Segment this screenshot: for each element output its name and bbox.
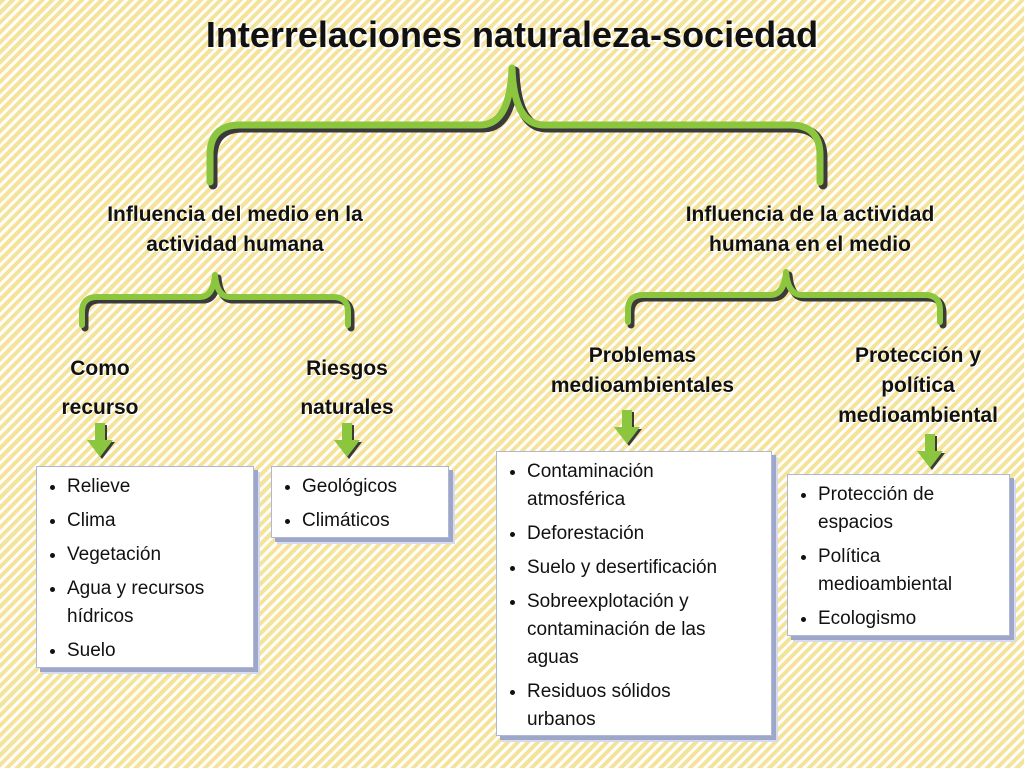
- list-item: Política medioambiental: [818, 543, 1001, 599]
- list-item-line: Residuos sólidos: [527, 681, 671, 702]
- list-item-line: aguas: [527, 647, 579, 668]
- heading-influencia-medio: Influencia del medio en la actividad hum…: [40, 200, 430, 260]
- list-item-line: Contaminación: [527, 461, 654, 482]
- heading-line: Influencia de la actividad: [685, 203, 935, 226]
- label-line: Riesgos: [306, 357, 388, 380]
- down-arrow-icon: [87, 423, 115, 459]
- label-line: medioambientales: [550, 374, 735, 397]
- list-item-line: atmosférica: [527, 489, 626, 510]
- list-item-line: urbanos: [527, 709, 596, 730]
- heading-line: humana en el medio: [709, 233, 911, 256]
- list-item: Residuos sólidos urbanos: [527, 678, 763, 734]
- list-item: Deforestación: [527, 520, 763, 548]
- list-item-line: hídricos: [67, 606, 134, 627]
- list-box-riesgos: Geológicos Climáticos: [271, 466, 449, 538]
- label-line: política: [881, 374, 955, 397]
- list-item: Vegetación: [67, 541, 245, 569]
- list-item: Contaminación atmosférica: [527, 458, 763, 514]
- list-item: Protección de espacios: [818, 481, 1001, 537]
- label-proteccion-politica: Protección y política medioambiental: [812, 341, 1024, 431]
- down-arrow-icon: [334, 423, 362, 459]
- list-box-recurso: Relieve Clima Vegetación Agua y recursos…: [36, 466, 254, 668]
- label-line: naturales: [300, 396, 394, 419]
- label-problemas-medioambientales: Problemas medioambientales: [520, 341, 765, 401]
- list-item: Climáticos: [302, 507, 440, 535]
- list-item: Suelo: [67, 637, 245, 665]
- label-riesgos-naturales: Riesgos naturales: [272, 349, 422, 427]
- label-como-recurso: Como recurso: [30, 349, 170, 427]
- label-line: Como: [70, 357, 130, 380]
- curly-brace-icon: [206, 64, 828, 190]
- label-line: Problemas: [588, 344, 697, 367]
- list-item-line: Política: [818, 546, 881, 567]
- list-box-problemas: Contaminación atmosférica Deforestación S…: [496, 451, 772, 736]
- list-item-line: contaminación de las: [527, 619, 706, 640]
- down-arrow-icon: [917, 434, 945, 470]
- list-item-line: espacios: [818, 512, 893, 533]
- label-line: medioambiental: [838, 404, 998, 427]
- list-item: Clima: [67, 507, 245, 535]
- list-item-line: Protección de: [818, 484, 935, 505]
- list-item: Sobreexplotación y contaminación de las ag…: [527, 588, 763, 672]
- label-line: recurso: [61, 396, 139, 419]
- heading-line: Influencia del medio en la: [107, 203, 363, 226]
- bullet-list: Geológicos Climáticos: [278, 473, 440, 535]
- bullet-list: Protección de espacios Política medioambie…: [794, 481, 1001, 633]
- list-item: Ecologismo: [818, 605, 1001, 633]
- label-line: Protección y: [854, 344, 982, 367]
- heading-line: actividad humana: [146, 233, 324, 256]
- list-box-proteccion: Protección de espacios Política medioambie…: [787, 474, 1010, 636]
- list-item: Geológicos: [302, 473, 440, 501]
- down-arrow-icon: [614, 410, 642, 446]
- list-item-line: medioambiental: [818, 574, 953, 595]
- list-item: Agua y recursos hídricos: [67, 575, 245, 631]
- curly-brace-icon: [79, 272, 355, 332]
- list-item: Relieve: [67, 473, 245, 501]
- list-item-line: Agua y recursos: [67, 578, 205, 599]
- heading-influencia-actividad: Influencia de la actividad humana en el …: [605, 200, 1015, 260]
- curly-brace-icon: [625, 269, 947, 329]
- bullet-list: Contaminación atmosférica Deforestación S…: [503, 458, 763, 734]
- diagram-title: Interrelaciones naturaleza-sociedad: [205, 14, 819, 55]
- bullet-list: Relieve Clima Vegetación Agua y recursos…: [43, 473, 245, 665]
- list-item-line: Sobreexplotación y: [527, 591, 689, 612]
- list-item: Suelo y desertificación: [527, 554, 763, 582]
